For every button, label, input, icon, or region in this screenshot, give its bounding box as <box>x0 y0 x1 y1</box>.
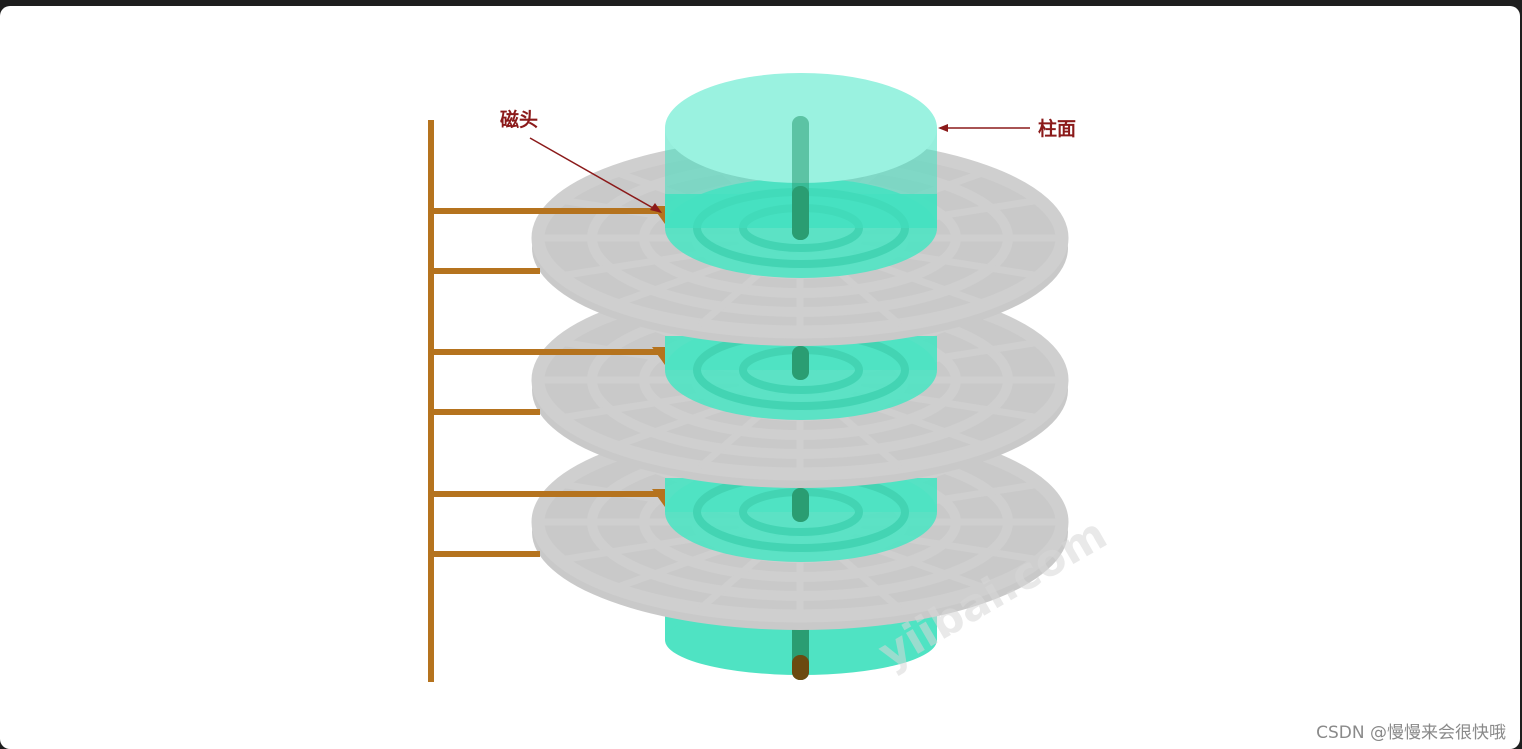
head-annotation <box>529 137 662 213</box>
cylinder-annotation <box>938 124 1030 132</box>
diagram-frame: 磁头 柱面 yiibai.com <box>0 6 1520 749</box>
spindle-base <box>792 655 809 680</box>
spindle-segment-3 <box>792 488 809 522</box>
spindle-segment-1 <box>792 186 809 240</box>
head-label: 磁头 <box>500 108 538 131</box>
actuator-arm <box>428 120 662 682</box>
cylinder-label: 柱面 <box>1038 117 1076 140</box>
credit-text: CSDN @慢慢来会很快哦 <box>1316 723 1506 743</box>
spindle-segment-2 <box>792 346 809 380</box>
hard-disk-diagram: 磁头 柱面 yiibai.com <box>428 73 1115 682</box>
